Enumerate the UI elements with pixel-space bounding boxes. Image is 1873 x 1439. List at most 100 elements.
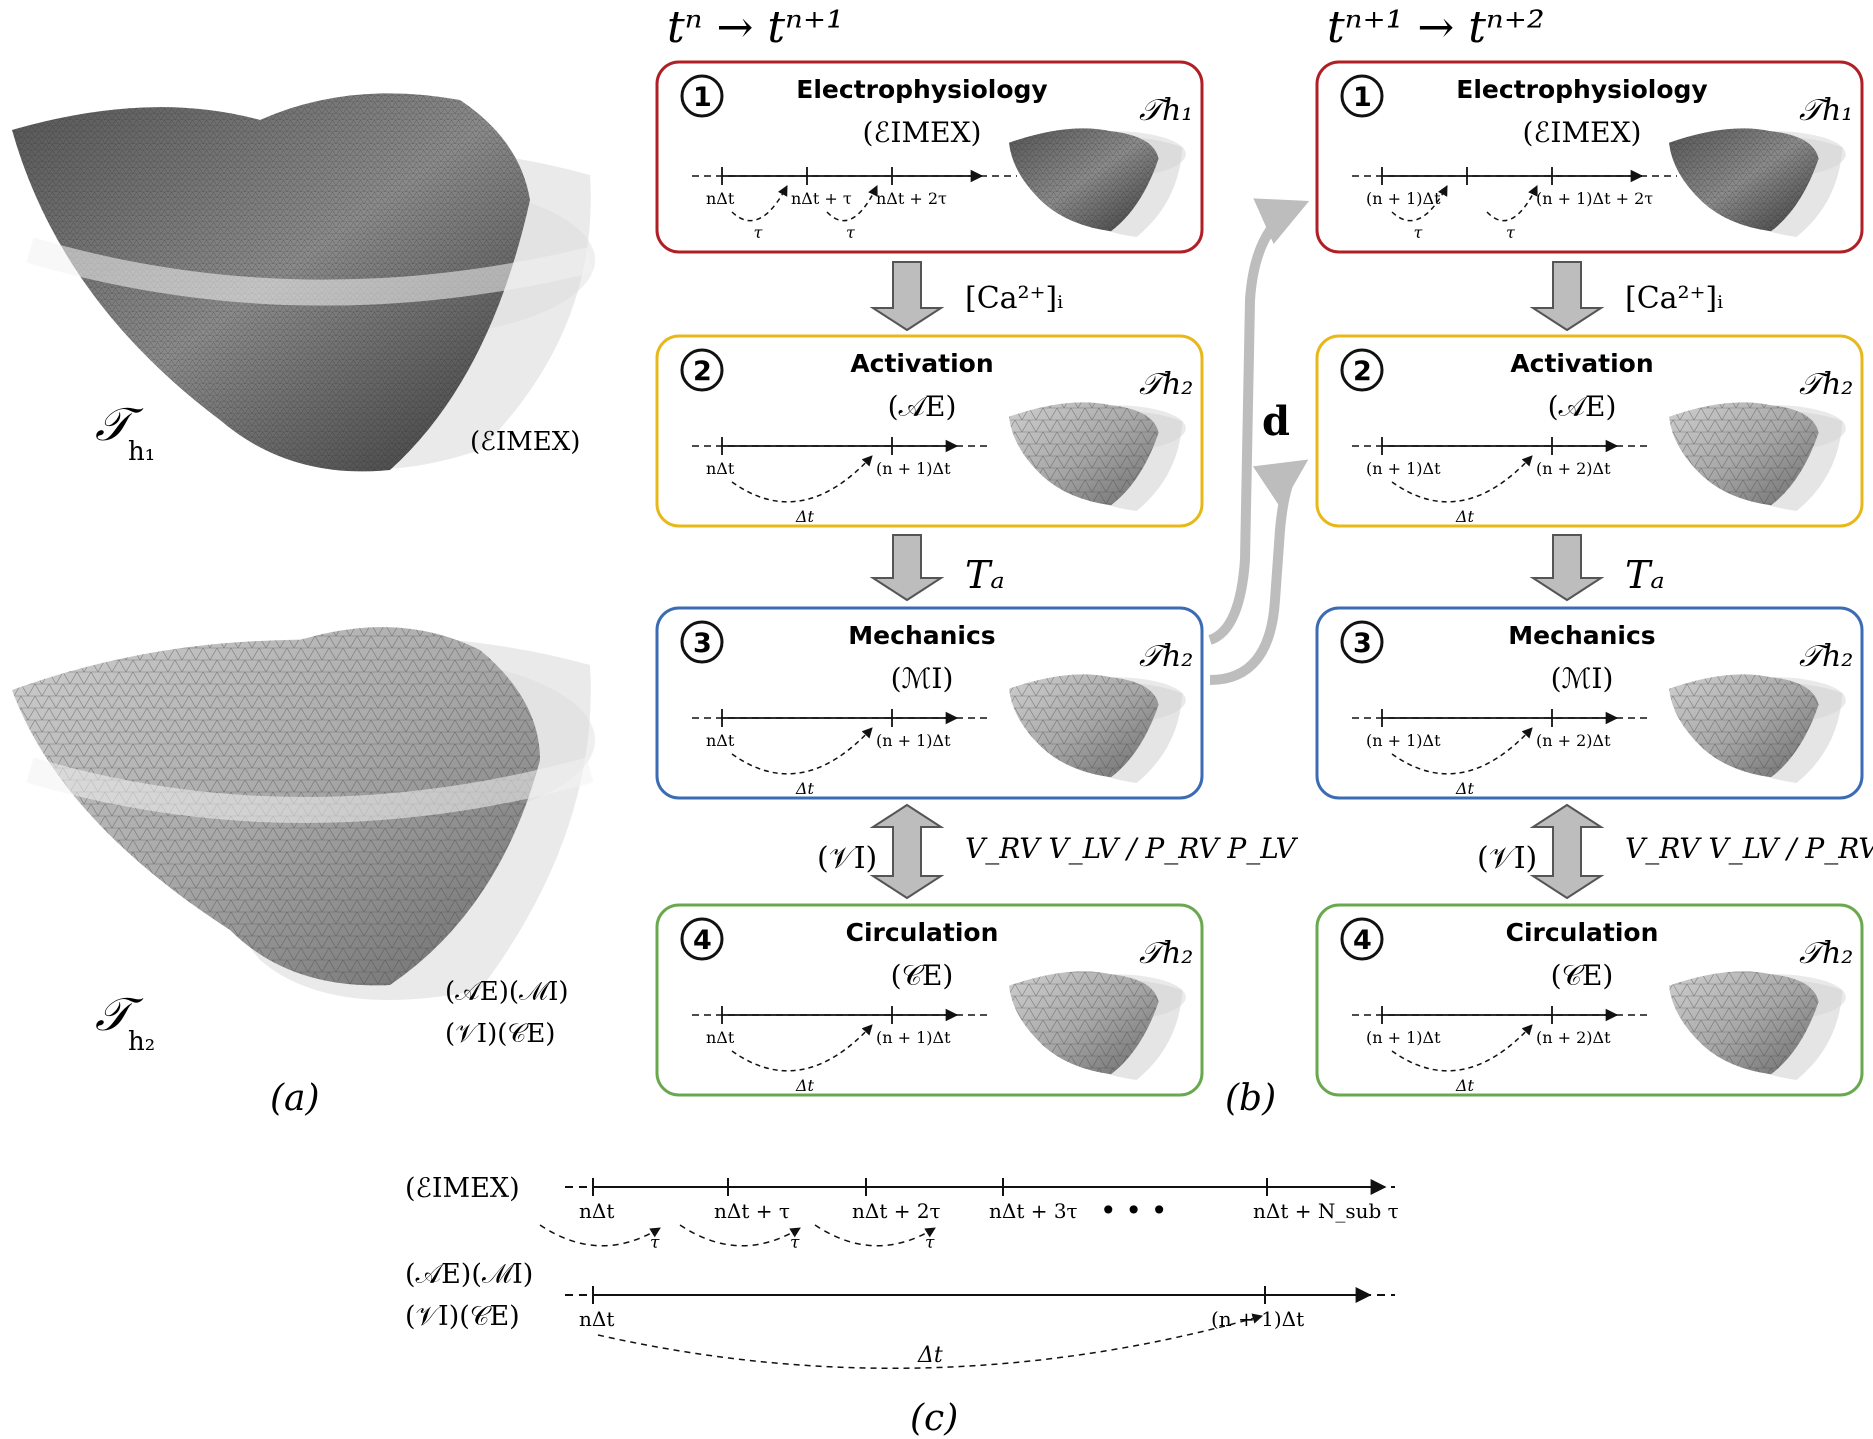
displacement-label: d <box>1262 398 1290 445</box>
panel-c-row1-step-arc <box>679 1224 801 1247</box>
timeline-tick-label: nΔt <box>706 189 735 208</box>
step-number-badge <box>680 74 724 118</box>
stage-title: Circulation <box>846 918 999 947</box>
mini-heart-icon <box>1669 402 1846 511</box>
panel-c-ellipsis: • • • <box>1100 1194 1167 1227</box>
stage-method: (𝒞E) <box>891 959 954 992</box>
stage-method: (ℳI) <box>1551 662 1614 695</box>
step-number: 2 <box>693 356 712 387</box>
timeline-tick-label: (n + 2)Δt <box>1536 459 1611 478</box>
timeline-step-label: Δt <box>1455 1076 1475 1095</box>
timeline-step-arc <box>1391 185 1448 222</box>
stage-mesh: 𝒯h₂ <box>1799 367 1853 402</box>
timeline-tick-label: (n + 2)Δt <box>1536 731 1611 750</box>
step-number: 1 <box>1353 82 1372 113</box>
panel-c-row2-step-label: Δt <box>917 1343 943 1368</box>
mesh-h1 <box>12 93 595 472</box>
timeline-step-label: τ <box>754 223 764 242</box>
step-number-badge <box>1340 348 1384 392</box>
timeline-step-label: Δt <box>795 507 815 526</box>
panel-c-row1-label: (ℰIMEX) <box>405 1173 520 1204</box>
calcium-label: [Ca²⁺]ᵢ <box>1625 281 1723 316</box>
step-number: 3 <box>1353 628 1372 659</box>
mini-heart-icon <box>1669 674 1846 783</box>
stage-method: (ℳI) <box>891 662 954 695</box>
step-number-badge <box>680 917 724 961</box>
mesh-h2-sub: h₂ <box>128 1027 155 1057</box>
step-number: 3 <box>693 628 712 659</box>
timeline-tick-label: (n + 1)Δt <box>876 1028 951 1047</box>
calcium-label: [Ca²⁺]ᵢ <box>965 281 1063 316</box>
stage-method: (ℰIMEX) <box>1523 116 1642 149</box>
volume-pressure-arrow <box>1529 803 1605 900</box>
timeline-step-label: τ <box>1506 223 1516 242</box>
panel-c-row1-tick-label: nΔt <box>579 1199 614 1223</box>
timeline-tick-label: nΔt + τ <box>791 189 852 208</box>
timeline-step-arc <box>1391 1024 1533 1072</box>
panel-c-row1-step-arc <box>814 1224 936 1247</box>
timeline-step-arc <box>1391 455 1533 503</box>
volume-pressure-arrow <box>869 803 945 900</box>
panel-c-row1-step-arc <box>539 1224 661 1247</box>
panel-c-row1-tick-label: nΔt + N_sub τ <box>1253 1199 1399 1223</box>
timeline-tick-label: nΔt <box>706 731 735 750</box>
panel-c-row1-step-label: τ <box>925 1233 935 1253</box>
stage-title: Mechanics <box>1508 621 1655 650</box>
column-header: tⁿ → tⁿ⁺¹ <box>667 2 844 53</box>
panel-c-row2-tick-label: nΔt <box>579 1307 614 1331</box>
mesh-h1-method: (ℰIMEX) <box>470 427 580 457</box>
timeline-tick-label: (n + 1)Δt + 2τ <box>1536 189 1653 208</box>
timeline-tick-label: (n + 1)Δt <box>876 731 951 750</box>
mesh-h2-method-1: (𝒜E)(ℳI) <box>445 977 569 1007</box>
stage-mesh: 𝒯h₂ <box>1139 367 1193 402</box>
volume-pressure-label: V_RV V_LV / P_RV P_LV <box>965 832 1299 865</box>
timeline-tick-label: (n + 1)Δt <box>1366 731 1441 750</box>
timeline-tick-label: (n + 1)Δt <box>1366 459 1441 478</box>
timeline-tick-label: nΔt <box>706 1028 735 1047</box>
timeline-step-arc <box>826 185 878 222</box>
stage-method: (ℰIMEX) <box>863 116 982 149</box>
step-number: 4 <box>1353 925 1372 956</box>
displacement-arrows <box>1207 198 1310 685</box>
panel-c-row2-label-2: (𝒱I)(𝒞E) <box>405 1301 520 1332</box>
stage-title: Mechanics <box>848 621 995 650</box>
stage-title: Electrophysiology <box>796 75 1047 104</box>
panel-c-label: (c) <box>910 1398 958 1439</box>
step-number-badge <box>1340 74 1384 118</box>
calcium-arrow <box>1529 261 1605 332</box>
mini-heart-icon <box>1009 402 1186 511</box>
mesh-h1-sub: h₁ <box>128 437 155 467</box>
step-number: 1 <box>693 82 712 113</box>
stage-method: (𝒜E) <box>888 390 957 423</box>
panel-c-row1-tick-label: nΔt + 3τ <box>989 1199 1078 1223</box>
mini-heart-icon <box>1009 971 1186 1080</box>
timeline-tick-label: (n + 1)Δt <box>876 459 951 478</box>
stage-method: (𝒞E) <box>1551 959 1614 992</box>
mini-heart-icon <box>1669 128 1846 237</box>
panel-c-row1-tick-label: nΔt + τ <box>714 1199 790 1223</box>
stage-title: Circulation <box>1506 918 1659 947</box>
timeline-step-label: Δt <box>795 1076 815 1095</box>
panel-c-row1-tick-label: nΔt + 2τ <box>852 1199 941 1223</box>
volume-pressure-label: V_RV V_LV / P_RV P_LV <box>1625 832 1873 865</box>
stage-mesh: 𝒯h₂ <box>1139 936 1193 971</box>
mesh-h2 <box>12 627 595 1000</box>
stage-mesh: 𝒯h₂ <box>1799 639 1853 674</box>
stage-mesh: 𝒯h₂ <box>1799 936 1853 971</box>
tension-label: Tₐ <box>1625 553 1665 597</box>
panel-c-row1-step-label: τ <box>790 1233 800 1253</box>
timeline-tick-label: (n + 1)Δt <box>1366 1028 1441 1047</box>
panel-c-row1-step-label: τ <box>650 1233 660 1253</box>
timeline-tick-label: (n + 1)Δt <box>1366 189 1441 208</box>
timeline-step-label: τ <box>846 223 856 242</box>
stage-title: Electrophysiology <box>1456 75 1707 104</box>
calcium-arrow <box>869 261 945 332</box>
panel-b-label: (b) <box>1225 1078 1276 1119</box>
